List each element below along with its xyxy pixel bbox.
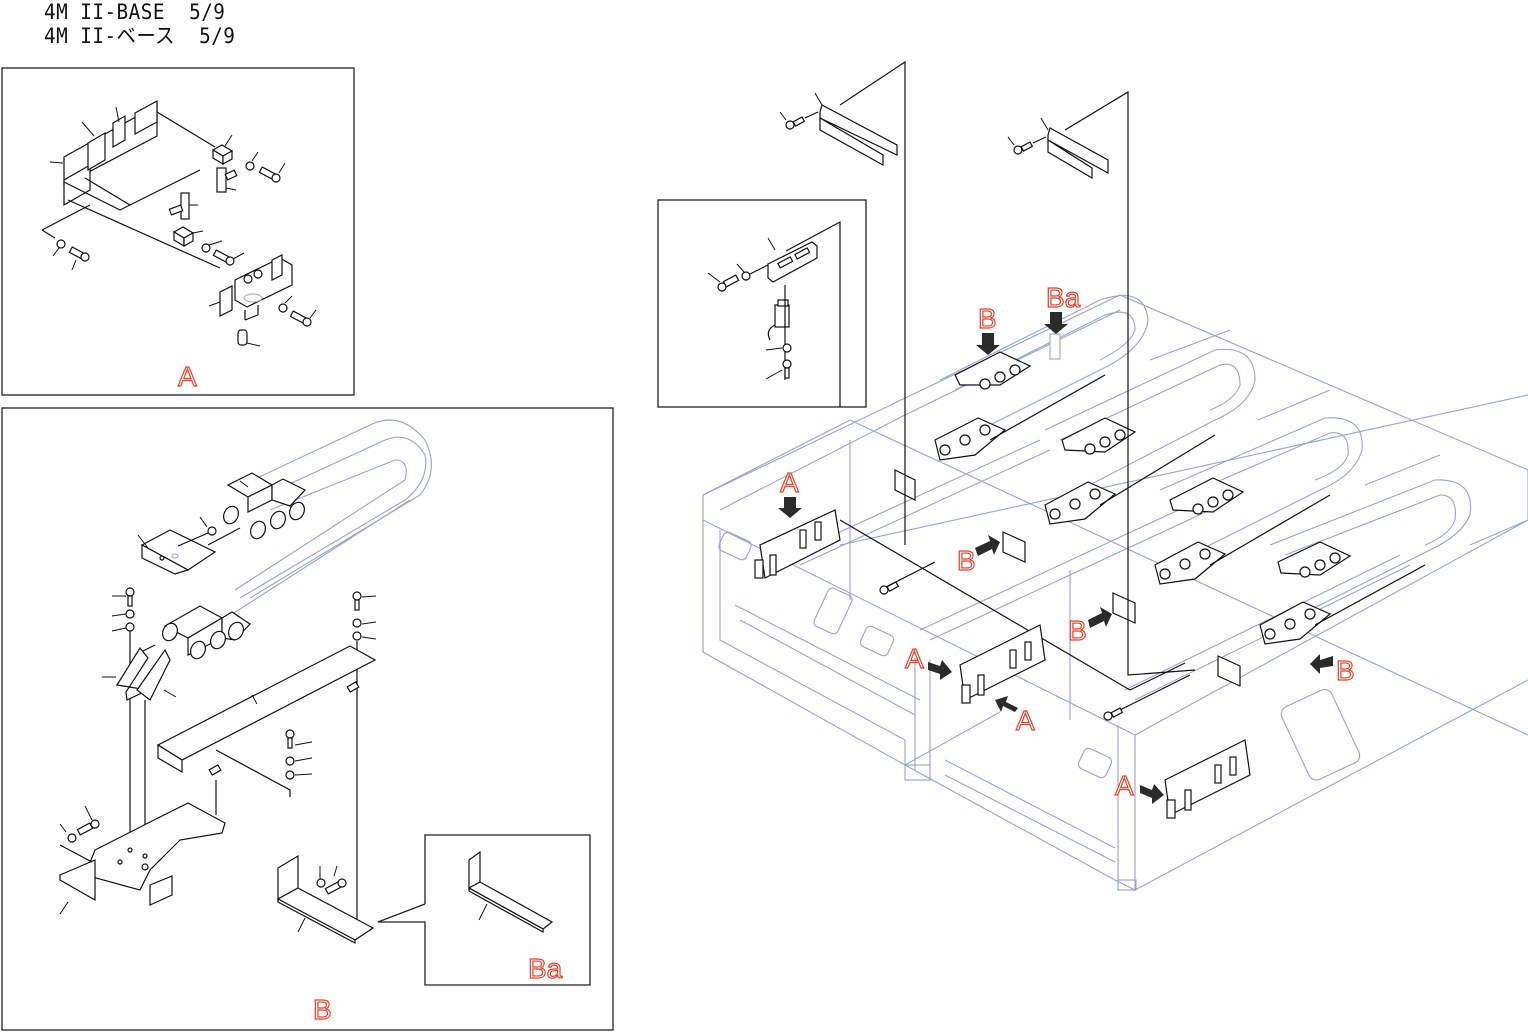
chain-end-2	[1062, 418, 1135, 454]
detail-a-panel: A	[2, 68, 354, 395]
svg-text:A: A	[780, 467, 799, 498]
washer-icon	[202, 241, 222, 252]
detail-ba-inset: Ba	[378, 835, 590, 985]
screw-icon	[200, 517, 216, 535]
svg-text:B: B	[1336, 655, 1355, 686]
chain-end-3	[1170, 478, 1243, 514]
assembly-leader-lines	[840, 62, 1195, 715]
callout-ba-label: Ba	[528, 953, 563, 984]
valve-manifold-mini-1	[755, 510, 840, 578]
chain-end-4	[1278, 542, 1350, 577]
callout-a-label: A	[178, 361, 197, 392]
valve-manifold-mini-2	[960, 625, 1045, 703]
support-channel	[158, 646, 375, 775]
top-bracket-right	[1008, 118, 1108, 178]
callout-a-left: A	[778, 467, 802, 518]
callout-b-top: B	[976, 303, 1000, 355]
screw-icon	[1104, 708, 1122, 720]
screw-stack-left	[112, 588, 134, 840]
bolt-icon	[213, 250, 244, 265]
callout-a-bottom: A	[1115, 770, 1164, 804]
chain-end-8	[1260, 565, 1425, 644]
callout-ba-top: Ba	[1044, 282, 1081, 334]
washer-icon	[60, 824, 76, 842]
callout-markers: B Ba A B B A A	[778, 282, 1355, 804]
svg-text:B: B	[1068, 615, 1087, 646]
washer-icon	[279, 296, 292, 312]
bolt-icon	[290, 310, 316, 326]
bolt-icon	[69, 247, 89, 270]
bolt-icon	[259, 163, 285, 182]
end-bracket-upper	[138, 528, 240, 574]
callout-b-mid: B	[957, 535, 1000, 576]
washer-icon	[53, 240, 65, 256]
cross-fitting	[169, 193, 198, 219]
tee-fitting	[217, 168, 237, 192]
screw-stack-middle	[216, 730, 312, 815]
callout-b-right: B	[1310, 654, 1355, 686]
screw-stack-right	[353, 592, 376, 935]
callout-a-mid: A	[905, 643, 952, 680]
svg-text:A: A	[1115, 770, 1134, 801]
screw-icon	[880, 582, 898, 594]
l-bracket	[278, 856, 373, 943]
connector-detail-frame	[658, 200, 866, 407]
silencer	[238, 330, 260, 346]
chain-links-lower	[135, 606, 250, 661]
svg-text:A: A	[1016, 705, 1035, 736]
valve-manifold-mini-3	[1165, 740, 1250, 818]
svg-text:B: B	[978, 303, 997, 334]
chain-ends	[935, 352, 1425, 644]
cable-carrier-loop	[212, 420, 431, 627]
washer-icon	[246, 152, 258, 170]
top-bracket-left	[780, 93, 897, 165]
svg-text:B: B	[957, 545, 976, 576]
callout-b-low: B	[1068, 607, 1112, 646]
svg-text:Ba: Ba	[1046, 282, 1081, 313]
connector-detail-panel	[658, 200, 866, 407]
detail-b-frame	[2, 408, 613, 1030]
connector-plug	[768, 300, 789, 340]
square-nut-lower	[174, 227, 203, 246]
square-nut	[213, 135, 232, 164]
callout-b-label: B	[313, 994, 332, 1025]
callout-a-lower: A	[995, 696, 1035, 736]
detail-b-panel: Ba B	[2, 408, 613, 1030]
svg-text:A: A	[905, 643, 924, 674]
